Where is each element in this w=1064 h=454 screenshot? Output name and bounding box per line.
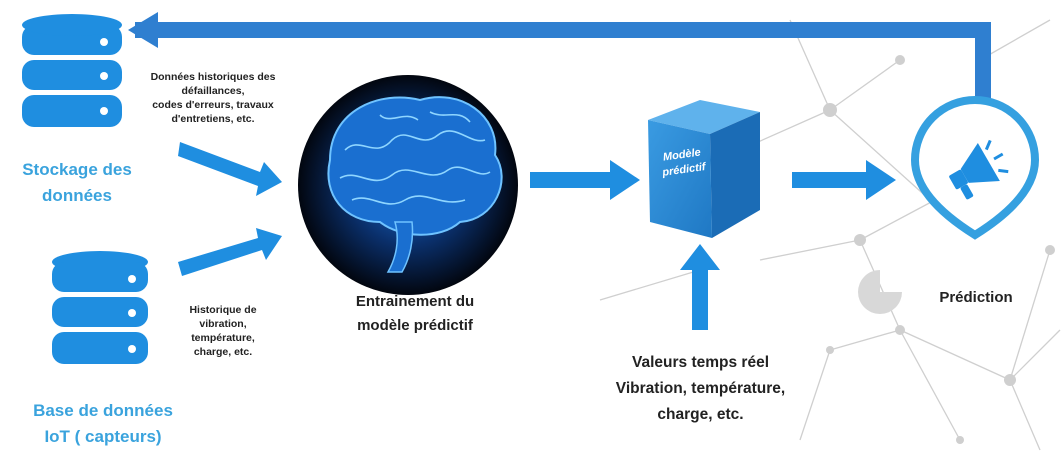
- iot-note-line-4: charge, etc.: [193, 346, 253, 358]
- storage-note: Données historiques des défaillances, co…: [128, 70, 298, 126]
- iot-note-line-1: Historique de: [189, 304, 257, 316]
- storage-title: Stockage des données: [2, 157, 152, 209]
- training-label-line-1: Entrainement du: [355, 293, 475, 310]
- prediction-label: Prédiction: [920, 286, 1032, 310]
- storage-note-line-4: d'entretiens, etc.: [171, 113, 255, 125]
- arrow-realtime-to-model: [680, 244, 720, 330]
- realtime-label-line-1: Valeurs temps réel: [632, 354, 769, 371]
- database-icon: [22, 14, 122, 127]
- arrow-iot-to-training: [178, 228, 282, 276]
- iot-title-line-1: Base de données: [33, 401, 173, 420]
- cube-icon: [648, 100, 760, 238]
- iot-title-line-2: IoT ( capteurs): [44, 427, 162, 446]
- training-label-line-2: modèle prédictif: [357, 317, 473, 334]
- storage-title-line-1: Stockage des: [22, 160, 132, 179]
- arrow-storage-to-training: [178, 142, 282, 196]
- realtime-label: Valeurs temps réel Vibration, températur…: [578, 350, 823, 428]
- iot-note-line-3: température,: [191, 332, 255, 344]
- database-icon: [52, 251, 148, 364]
- storage-note-line-2: défaillances,: [181, 85, 245, 97]
- brain-icon: [298, 75, 518, 295]
- arrow-model-to-prediction: [792, 160, 896, 200]
- megaphone-icon: [910, 96, 1040, 240]
- prediction-label-text: Prédiction: [939, 289, 1013, 306]
- background-network: [599, 19, 1061, 451]
- iot-note: Historique de vibration, température, ch…: [168, 303, 278, 359]
- iot-title: Base de données IoT ( capteurs): [0, 398, 206, 450]
- realtime-label-line-2: Vibration, température,: [615, 380, 786, 397]
- feedback-arrowhead: [128, 12, 158, 48]
- storage-note-line-1: Données historiques des: [150, 71, 276, 83]
- storage-title-line-2: données: [42, 186, 112, 205]
- storage-note-line-3: codes d'erreurs, travaux: [152, 99, 274, 111]
- training-label: Entrainement du modèle prédictif: [330, 290, 500, 338]
- arrow-training-to-model: [530, 160, 640, 200]
- iot-note-line-2: vibration,: [199, 318, 247, 330]
- background-nodes: [736, 55, 1055, 444]
- realtime-label-line-3: charge, etc.: [657, 406, 744, 423]
